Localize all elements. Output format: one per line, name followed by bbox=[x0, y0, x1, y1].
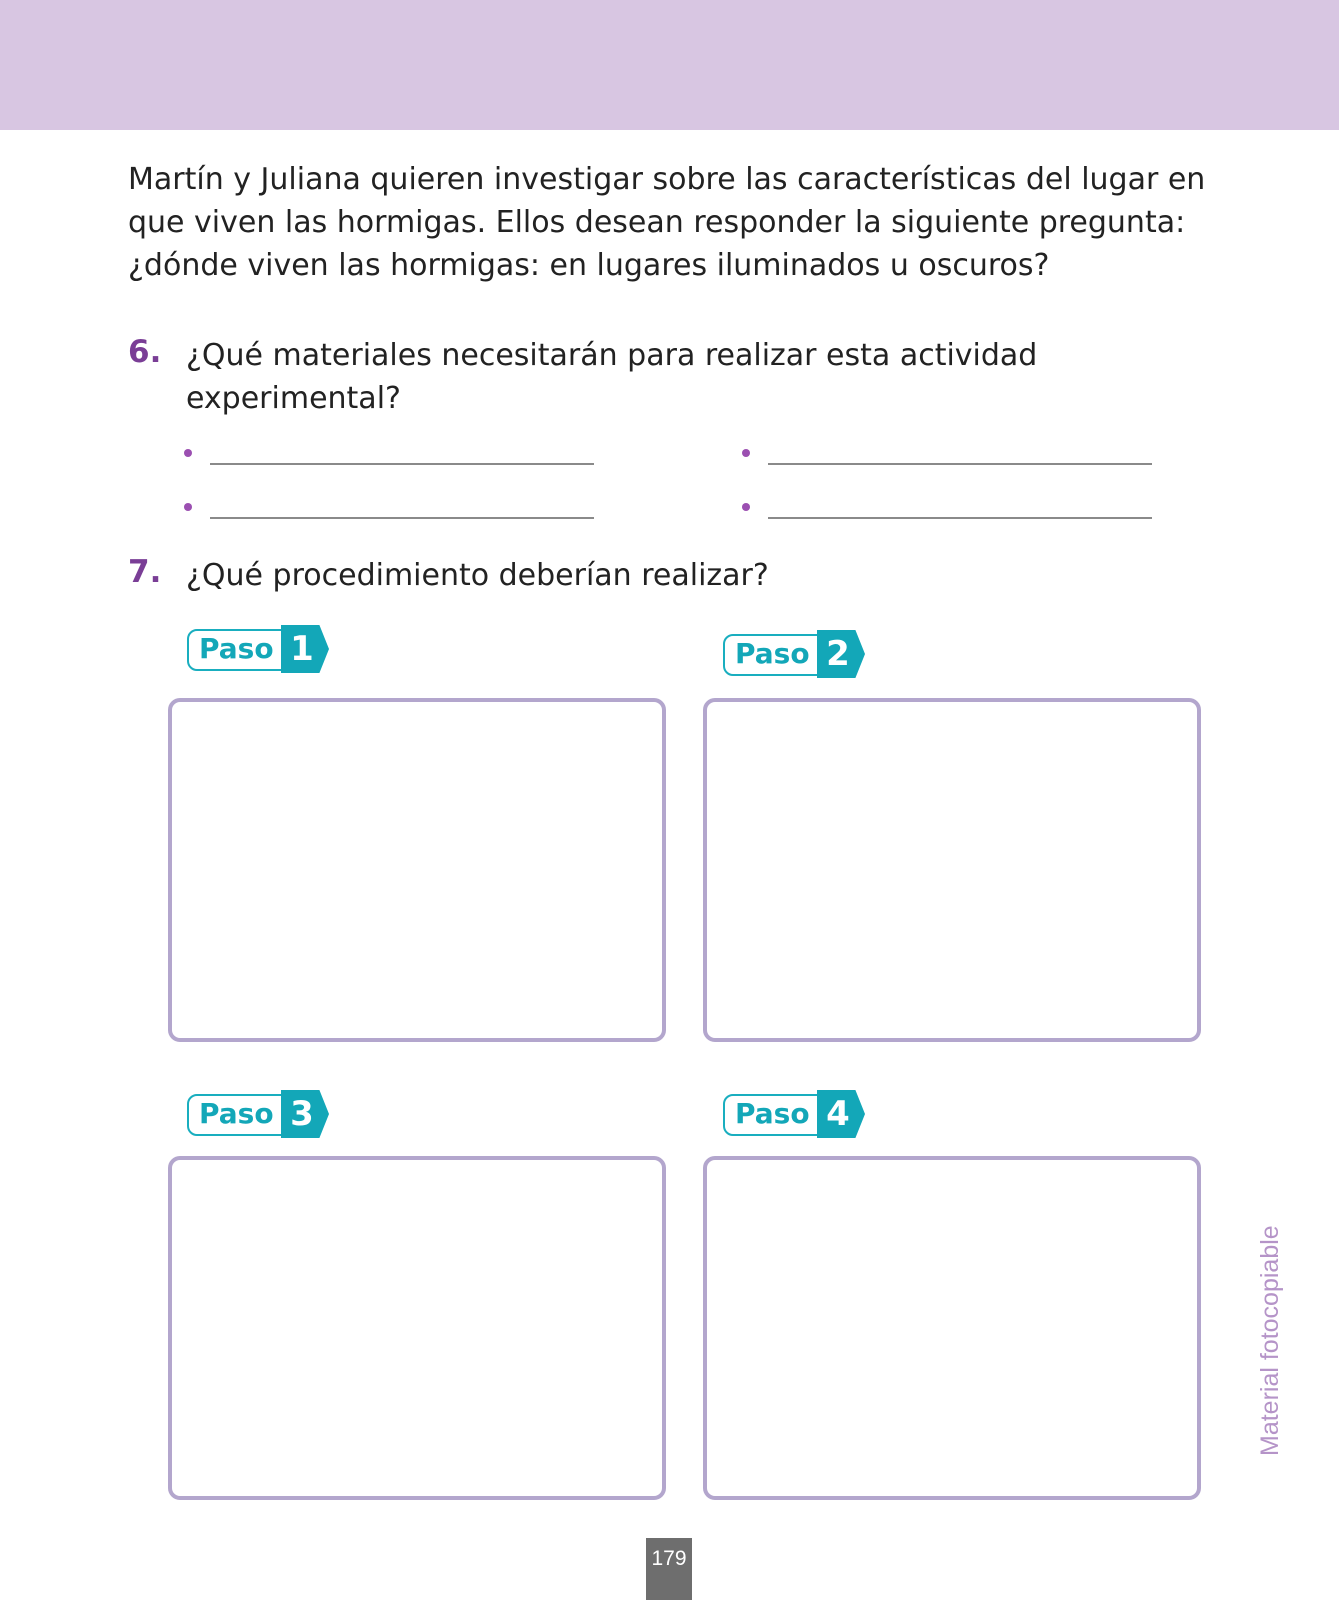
answer-line-1[interactable] bbox=[210, 463, 594, 465]
header-band bbox=[0, 0, 1339, 130]
step-label: Paso bbox=[735, 1097, 810, 1130]
question-7-number: 7. bbox=[128, 554, 162, 590]
page-number: 179 bbox=[646, 1538, 692, 1600]
bullet-icon bbox=[184, 449, 192, 457]
bullet-icon bbox=[742, 503, 750, 511]
step-1-box[interactable] bbox=[168, 698, 666, 1042]
step-number-badge: 4 bbox=[817, 1090, 865, 1138]
answer-line-3[interactable] bbox=[210, 517, 594, 519]
bullet-icon bbox=[742, 449, 750, 457]
bullet-icon bbox=[184, 503, 192, 511]
answer-line-2[interactable] bbox=[768, 463, 1152, 465]
question-6-line: ¿Qué materiales necesitarán para realiza… bbox=[186, 338, 1038, 373]
intro-line: Martín y Juliana quieren investigar sobr… bbox=[128, 162, 1206, 197]
step-3-box[interactable] bbox=[168, 1156, 666, 1500]
answer-line-4[interactable] bbox=[768, 517, 1152, 519]
step-2-box[interactable] bbox=[703, 698, 1201, 1042]
step-number-badge: 3 bbox=[281, 1090, 329, 1138]
step-number-badge: 2 bbox=[817, 630, 865, 678]
question-7-text: ¿Qué procedimiento deberían realizar? bbox=[186, 558, 769, 593]
intro-line: que viven las hormigas. Ellos desean res… bbox=[128, 205, 1186, 240]
step-label: Paso bbox=[199, 632, 274, 665]
step-4-box[interactable] bbox=[703, 1156, 1201, 1500]
intro-paragraph: Martín y Juliana quieren investigar sobr… bbox=[128, 158, 1218, 287]
question-6-text: ¿Qué materiales necesitarán para realiza… bbox=[186, 334, 1037, 420]
step-number-badge: 1 bbox=[281, 625, 329, 673]
photocopiable-note: Material fotocopiable bbox=[1256, 1225, 1284, 1456]
question-6-number: 6. bbox=[128, 334, 162, 370]
step-label: Paso bbox=[735, 637, 810, 670]
intro-line: ¿dónde viven las hormigas: en lugares il… bbox=[128, 248, 1050, 283]
question-6-line: experimental? bbox=[186, 381, 401, 416]
step-label: Paso bbox=[199, 1097, 274, 1130]
